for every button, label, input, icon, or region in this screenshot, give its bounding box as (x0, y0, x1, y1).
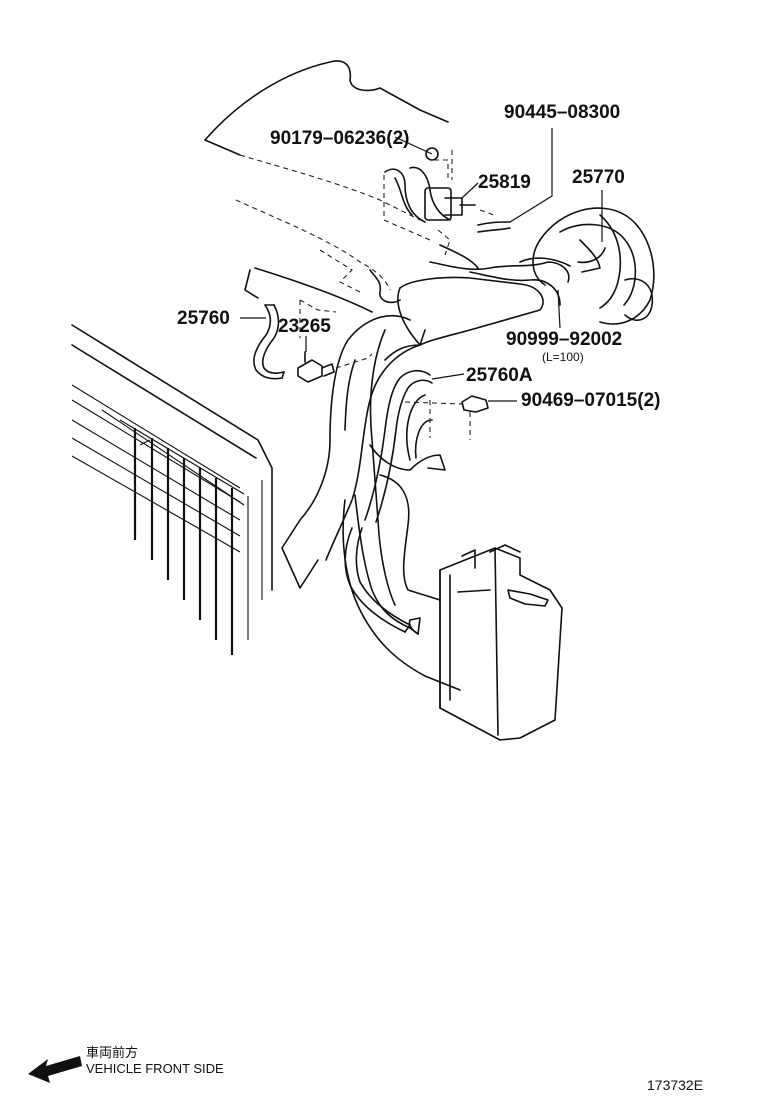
part-label-25770: 25770 (572, 167, 625, 188)
air-cleaner-box (439, 544, 563, 741)
figure-id: 173732E (647, 1077, 704, 1093)
radiator-core-hatch (133, 428, 263, 655)
front-direction-arrow-icon (28, 1056, 82, 1083)
part-label-25760: 25760 (177, 308, 230, 329)
part-label-90179-06236: 90179–06236(2) (270, 128, 409, 149)
part-label-25760a: 25760A (466, 365, 533, 386)
vsv-hoses (383, 147, 606, 306)
intake-duct (281, 276, 544, 691)
part-25760-hose (253, 304, 285, 380)
leader-lines (240, 128, 603, 402)
part-90469-clip (404, 395, 489, 440)
reference-dashes (299, 159, 495, 338)
vehicle-front-side-label-jp: 車両前方 (86, 1045, 139, 1060)
part-23265-fitting (297, 351, 373, 383)
part-label-90999-92002: 90999–92002 (506, 329, 622, 350)
throttle-body (519, 207, 655, 325)
part-label-90445-08300: 90445–08300 (504, 102, 620, 123)
vehicle-front-side-label: VEHICLE FRONT SIDE (86, 1061, 224, 1076)
engine-head-outline (204, 60, 449, 313)
radiator-outline (71, 324, 273, 655)
part-label-23265: 23265 (278, 316, 331, 337)
part-25760a-hose (344, 369, 433, 633)
part-label-25819: 25819 (478, 172, 531, 193)
length-note-l100: (L=100) (542, 350, 584, 364)
part-label-90469-07015: 90469–07015(2) (521, 390, 660, 411)
